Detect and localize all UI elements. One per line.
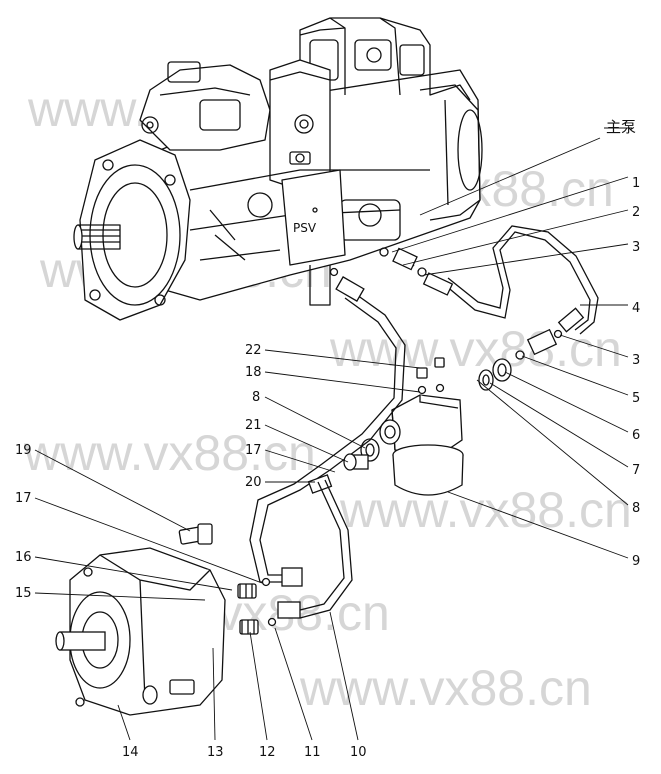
callouts: 主泵 1 2 3 4 3 5 6 7 8 9 22 18 8 21 17 20 … — [15, 118, 640, 760]
filter-9 — [360, 357, 464, 496]
callout-9: 9 — [632, 554, 640, 569]
callout-13: 13 — [207, 745, 224, 760]
callout-19: 19 — [15, 443, 32, 458]
callout-8: 8 — [632, 501, 640, 516]
callout-7: 7 — [632, 463, 640, 478]
pipe-4 — [379, 225, 599, 335]
callout-8b: 8 — [252, 390, 260, 405]
callout-17b: 17 — [15, 491, 32, 506]
callout-22: 22 — [245, 343, 262, 358]
callout-5: 5 — [632, 391, 640, 406]
callout-15: 15 — [15, 586, 32, 601]
gear-pump-14 — [55, 523, 226, 716]
watermark-text: www.vx88.cn — [339, 482, 632, 538]
watermark-text: www.vx88.cn — [23, 425, 316, 481]
callout-2: 2 — [632, 205, 640, 220]
leader-lines — [34, 127, 632, 741]
callout-16: 16 — [15, 550, 32, 565]
callout-3b: 3 — [632, 353, 640, 368]
callout-12: 12 — [259, 745, 276, 760]
callout-10: 10 — [350, 745, 367, 760]
callout-17: 17 — [245, 443, 262, 458]
main-pump-assembly — [73, 17, 483, 321]
watermark-text: www.vx88.cn — [329, 321, 622, 377]
pipe-20 — [249, 267, 406, 587]
watermarks: www.vx88.cn www.vx88.cn www.vx88.cn www.… — [23, 81, 632, 716]
callout-6: 6 — [632, 428, 640, 443]
psv-label: PSV — [293, 221, 317, 235]
callout-18: 18 — [245, 365, 262, 380]
callout-21: 21 — [245, 418, 262, 433]
callout-14: 14 — [122, 745, 139, 760]
callout-11: 11 — [304, 745, 321, 760]
main-pump-label: 主泵 — [606, 118, 636, 136]
watermark-text: www.vx88.cn — [299, 660, 592, 716]
callout-4: 4 — [632, 301, 640, 316]
pipe-10 — [277, 479, 353, 619]
callout-20: 20 — [245, 475, 262, 490]
callout-1: 1 — [632, 176, 640, 191]
callout-3: 3 — [632, 240, 640, 255]
